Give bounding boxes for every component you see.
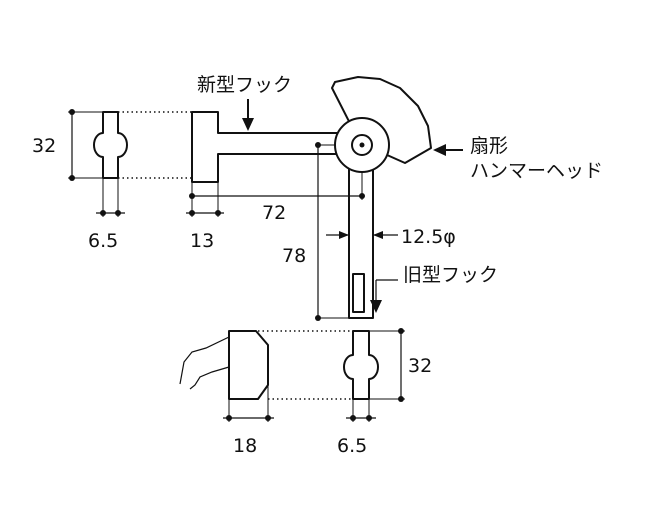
old-hook-head — [228, 330, 269, 400]
old-hook-bent-line — [179, 336, 230, 385]
label-hammer-line2: ハンマーヘッド — [470, 160, 603, 182]
top-side-view: 32 6.5 — [32, 109, 128, 252]
dim-top-head-width: 13 — [190, 230, 214, 252]
bottom-slot-profile — [343, 330, 379, 400]
dim-top-slot-width: 6.5 — [88, 230, 118, 252]
bottom-old-hook-view — [179, 330, 269, 400]
dim-bottom-height: 32 — [408, 355, 432, 377]
sector-hammer-head — [331, 76, 432, 164]
dim-bottom-head-width: 18 — [233, 435, 257, 457]
old-hook-tab — [352, 273, 365, 313]
dim-top-height: 32 — [32, 135, 56, 157]
dim-shaft-diameter: 12.5φ — [401, 226, 456, 248]
label-hammer-line1: 扇形 — [470, 135, 508, 157]
label-old-hook: 旧型フック — [403, 264, 498, 286]
top-slot-profile — [93, 111, 128, 179]
bottom-side-view: 32 6.5 — [337, 328, 432, 457]
dim-shaft-length: 78 — [282, 245, 306, 267]
dim-arm-length: 72 — [262, 202, 286, 224]
label-new-hook: 新型フック — [197, 74, 292, 96]
old-hook-stem-line — [189, 366, 230, 390]
hammer-assembly — [191, 76, 432, 319]
dim-bottom-slot-width: 6.5 — [337, 435, 367, 457]
